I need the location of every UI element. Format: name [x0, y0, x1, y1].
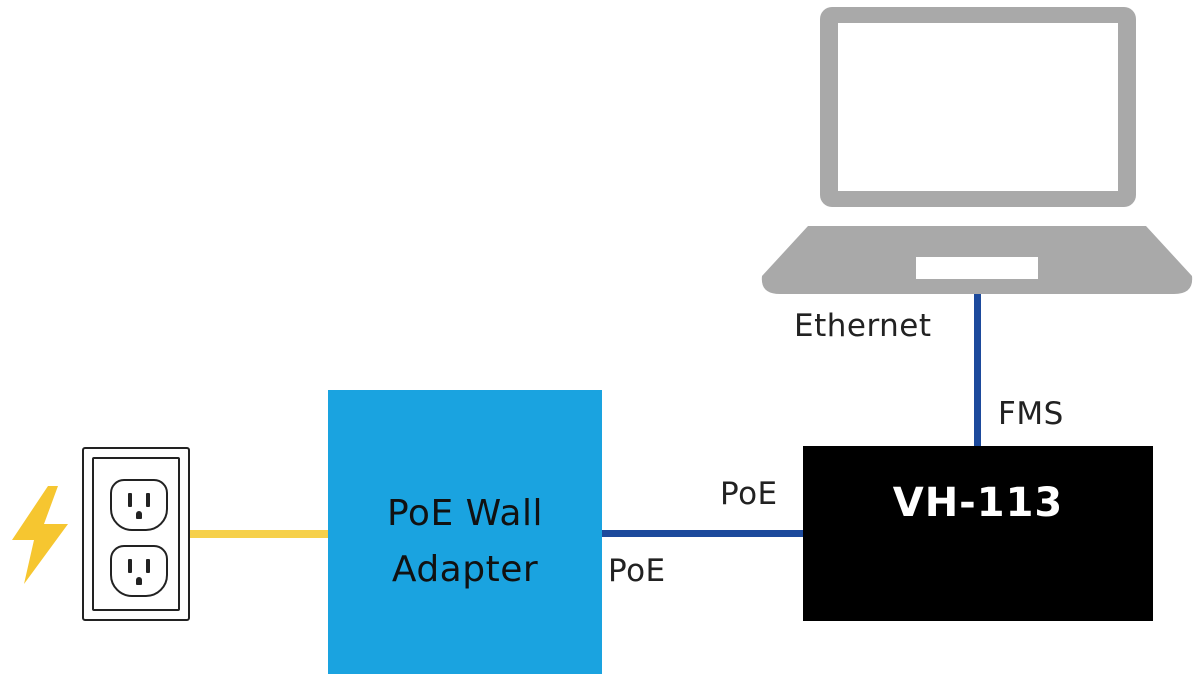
- laptop-trackpad: [916, 257, 1038, 279]
- ethernet-label: Ethernet: [794, 308, 932, 344]
- fms-label: FMS: [998, 396, 1064, 432]
- wall-outlet-icon: [82, 447, 190, 621]
- laptop-display: [838, 23, 1118, 191]
- lightning-bolt-icon: [12, 486, 68, 584]
- poe-label-adapter-side: PoE: [608, 553, 666, 589]
- adapter-label-line1: PoE Wall: [387, 493, 543, 534]
- ethernet-cable: [974, 294, 981, 448]
- vh-113-device: VH-113: [803, 446, 1153, 621]
- poe-label-device-side: PoE: [720, 476, 778, 512]
- device-name: VH-113: [892, 480, 1064, 526]
- power-cable: [190, 530, 330, 538]
- adapter-label-line2: Adapter: [391, 549, 539, 590]
- outlet-faceplate: [92, 457, 180, 611]
- poe-cable: [602, 530, 805, 537]
- adapter-label: PoE Wall Adapter: [328, 486, 602, 598]
- lower-receptacle: [110, 545, 168, 597]
- poe-wall-adapter: PoE Wall Adapter: [328, 390, 602, 674]
- laptop-icon: [761, 7, 1193, 294]
- upper-receptacle: [110, 479, 168, 531]
